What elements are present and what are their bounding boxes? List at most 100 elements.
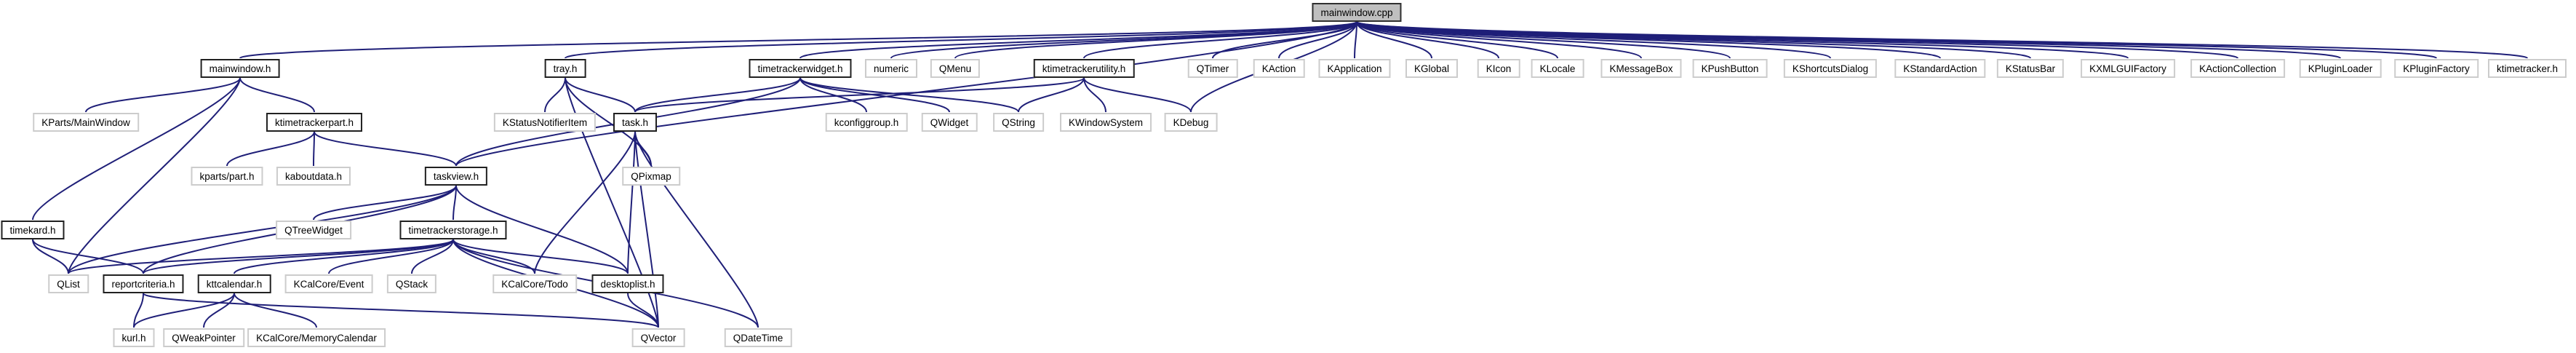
include-edge-reportcriteria-h-to-kurl-h <box>133 293 144 328</box>
graph-node-kicon[interactable]: KIcon <box>1477 59 1520 78</box>
include-edge-mainwindow-cpp-to-tray-h <box>565 21 1357 59</box>
include-edge-timetrackerstorage-h-to-kttcalendar-h <box>234 239 454 274</box>
graph-node-kparts-mainwindow[interactable]: KParts/MainWindow <box>33 113 139 132</box>
include-edge-mainwindow-cpp-to-kpushbutton <box>1356 21 1731 59</box>
graph-node-mainwindow-cpp[interactable]: mainwindow.cpp <box>1312 3 1402 22</box>
graph-node-task-h[interactable]: task.h <box>613 113 658 132</box>
graph-node-kapplication[interactable]: KApplication <box>1318 59 1391 78</box>
include-edge-timetrackerwidget-h-to-kconfiggroup-h <box>799 77 867 113</box>
graph-node-kurl-h[interactable]: kurl.h <box>113 328 155 347</box>
graph-node-kcalcore-event[interactable]: KCalCore/Event <box>284 274 373 293</box>
include-edge-timetrackerstorage-h-to-qstack <box>411 239 454 274</box>
graph-node-kparts-part-h[interactable]: kparts/part.h <box>191 167 263 186</box>
include-edge-ktimetrackerutility-h-to-task-h <box>634 77 1085 113</box>
graph-node-kstandardaction[interactable]: KStandardAction <box>1894 59 1986 78</box>
graph-node-qstring[interactable]: QString <box>993 113 1044 132</box>
include-edge-timetrackerwidget-h-to-task-h <box>634 77 801 113</box>
include-edge-mainwindow-h-to-kparts-mainwindow <box>85 77 241 113</box>
graph-node-qvector[interactable]: QVector <box>631 328 685 347</box>
graph-node-kstatusnotifieritem[interactable]: KStatusNotifierItem <box>493 113 597 132</box>
graph-node-qtimer[interactable]: QTimer <box>1187 59 1238 78</box>
graph-node-klocale[interactable]: KLocale <box>1531 59 1584 78</box>
include-edge-reportcriteria-h-to-qvector <box>143 293 659 328</box>
include-edge-timekard-h-to-reportcriteria-h <box>32 239 144 274</box>
include-edge-mainwindow-cpp-to-kapplication <box>1354 21 1357 59</box>
include-edge-taskview-h-to-qtreewidget <box>313 185 457 221</box>
include-edge-task-h-to-desktoplist-h <box>627 131 636 274</box>
edge-group <box>32 21 2528 328</box>
graph-node-qweakpointer[interactable]: QWeakPointer <box>163 328 244 347</box>
include-edge-timetrackerstorage-h-to-kcalcore-event <box>328 239 454 274</box>
graph-node-desktoplist-h[interactable]: desktoplist.h <box>591 274 664 293</box>
graph-node-kaction[interactable]: KAction <box>1253 59 1305 78</box>
graph-node-kstatusbar[interactable]: KStatusBar <box>1996 59 2065 78</box>
include-edge-mainwindow-cpp-to-kglobal <box>1356 21 1432 59</box>
graph-node-qlist[interactable]: QList <box>48 274 89 293</box>
include-edge-mainwindow-h-to-timekard-h <box>32 77 241 221</box>
graph-node-numeric[interactable]: numeric <box>864 59 918 78</box>
graph-node-kpluginfactory[interactable]: KPluginFactory <box>2394 59 2479 78</box>
graph-node-kwindowsystem[interactable]: KWindowSystem <box>1059 113 1152 132</box>
graph-node-kcalcore-todo[interactable]: KCalCore/Todo <box>493 274 577 293</box>
graph-node-kxmlguifactory[interactable]: KXMLGUIFactory <box>2081 59 2175 78</box>
include-edge-mainwindow-cpp-to-kaction <box>1278 21 1357 59</box>
include-edge-taskview-h-to-desktoplist-h <box>455 185 629 274</box>
graph-node-mainwindow-h[interactable]: mainwindow.h <box>200 59 280 78</box>
include-edge-mainwindow-cpp-to-kpluginfactory <box>1356 21 2437 59</box>
include-edge-ktimetrackerutility-h-to-kwindowsystem <box>1083 77 1106 113</box>
include-edge-kttcalendar-h-to-kcalcore-memorycalendar <box>234 293 317 328</box>
graph-node-qtreewidget[interactable]: QTreeWidget <box>276 221 351 239</box>
include-edge-taskview-h-to-qlist <box>68 185 457 274</box>
graph-node-ktimetrackerutility-h[interactable]: ktimetrackerutility.h <box>1033 59 1135 78</box>
graph-node-qdatetime[interactable]: QDateTime <box>724 328 792 347</box>
graph-node-kglobal[interactable]: KGlobal <box>1405 59 1459 78</box>
include-edge-mainwindow-cpp-to-kmessagebox <box>1356 21 1642 59</box>
include-edge-timekard-h-to-qlist <box>32 239 69 274</box>
graph-node-kconfiggroup-h[interactable]: kconfiggroup.h <box>825 113 908 132</box>
graph-node-ktimetracker-h[interactable]: ktimetracker.h <box>2487 59 2567 78</box>
include-edge-mainwindow-cpp-to-kicon <box>1356 21 1499 59</box>
graph-node-qwidget[interactable]: QWidget <box>921 113 978 132</box>
graph-node-taskview-h[interactable]: taskview.h <box>424 167 488 186</box>
include-edge-mainwindow-h-to-ktimetrackerpart-h <box>239 77 315 113</box>
include-edge-kttcalendar-h-to-kurl-h <box>133 293 235 328</box>
graph-node-kaboutdata-h[interactable]: kaboutdata.h <box>276 167 351 186</box>
graph-node-kpushbutton[interactable]: KPushButton <box>1692 59 1768 78</box>
include-edge-mainwindow-cpp-to-kxmlguifactory <box>1356 21 2129 59</box>
graph-node-tray-h[interactable]: tray.h <box>544 59 586 78</box>
graph-node-timetrackerwidget-h[interactable]: timetrackerwidget.h <box>749 59 852 78</box>
graph-node-reportcriteria-h[interactable]: reportcriteria.h <box>103 274 184 293</box>
include-edge-ktimetrackerpart-h-to-taskview-h <box>314 131 457 167</box>
graph-node-qmenu[interactable]: QMenu <box>930 59 981 78</box>
graph-node-timetrackerstorage-h[interactable]: timetrackerstorage.h <box>399 221 507 239</box>
graph-node-kttcalendar-h[interactable]: kttcalendar.h <box>197 274 271 293</box>
include-edge-ktimetrackerutility-h-to-qstring <box>1018 77 1085 113</box>
include-edge-task-h-to-qvector <box>634 131 659 328</box>
include-edge-mainwindow-cpp-to-klocale <box>1356 21 1558 59</box>
include-edge-ktimetrackerutility-h-to-kdebug <box>1083 77 1192 113</box>
graph-node-timekard-h[interactable]: timekard.h <box>1 221 65 239</box>
graph-node-kdebug[interactable]: KDebug <box>1164 113 1218 132</box>
include-edge-tray-h-to-kstatusnotifieritem <box>544 77 566 113</box>
include-edge-task-h-to-qdatetime <box>634 131 759 328</box>
include-edge-desktoplist-h-to-qvector <box>627 293 659 328</box>
graph-node-kcalcore-memorycalendar[interactable]: KCalCore/MemoryCalendar <box>247 328 386 347</box>
graph-node-ktimetrackerpart-h[interactable]: ktimetrackerpart.h <box>266 113 363 132</box>
include-edge-mainwindow-cpp-to-qmenu <box>954 21 1357 59</box>
include-edge-mainwindow-h-to-qlist <box>68 77 241 274</box>
include-edge-taskview-h-to-timetrackerstorage-h <box>452 185 457 221</box>
graph-node-qstack[interactable]: QStack <box>386 274 437 293</box>
include-edge-timetrackerstorage-h-to-kcalcore-todo <box>452 239 535 274</box>
graph-node-qpixmap[interactable]: QPixmap <box>622 167 680 186</box>
include-edge-ktimetrackerpart-h-to-kparts-part-h <box>226 131 315 167</box>
include-edge-mainwindow-cpp-to-ktimetrackerutility-h <box>1083 21 1357 59</box>
graph-node-kactioncollection[interactable]: KActionCollection <box>2190 59 2285 78</box>
include-edge-tray-h-to-qvector <box>565 77 659 328</box>
graph-node-kmessagebox[interactable]: KMessageBox <box>1600 59 1682 78</box>
include-edge-timetrackerstorage-h-to-reportcriteria-h <box>143 239 454 274</box>
graph-node-kpluginloader[interactable]: KPluginLoader <box>2299 59 2382 78</box>
graph-node-kshortcutsdialog[interactable]: KShortcutsDialog <box>1783 59 1878 78</box>
include-edge-mainwindow-cpp-to-ktimetracker-h <box>1356 21 2528 59</box>
